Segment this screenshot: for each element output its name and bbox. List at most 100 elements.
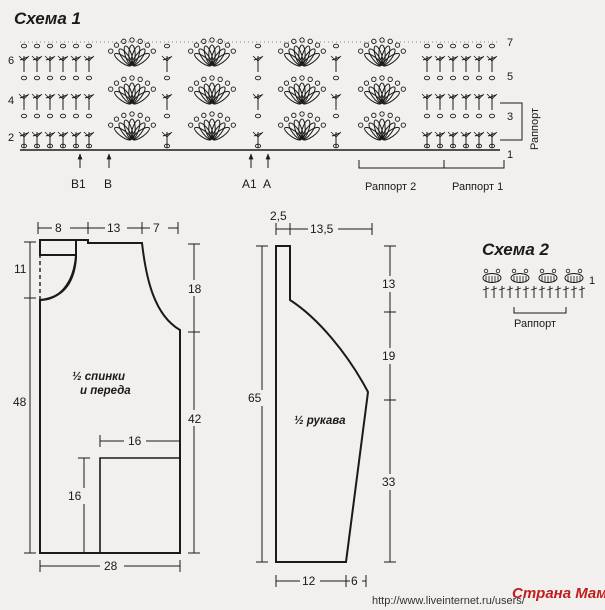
shell-motif (278, 37, 326, 67)
stitch-symbol (57, 93, 69, 110)
chain-dot (462, 75, 470, 81)
stitch-symbol (31, 93, 43, 110)
rapport1-label: Раппорт 1 (452, 181, 503, 193)
chain-dot (436, 43, 444, 49)
shell-motif-small (510, 268, 530, 283)
stitch-symbol (44, 55, 56, 72)
chain-dot (163, 113, 171, 119)
chain-dot (59, 143, 67, 149)
chain-dot (332, 43, 340, 49)
stitch-symbol (330, 93, 342, 110)
dim-bottom: 28 (104, 559, 118, 573)
chain-dot (449, 143, 457, 149)
chain-dot (85, 143, 93, 149)
stitch-symbol (70, 55, 82, 72)
chain-dot (488, 43, 496, 49)
shell-motif (188, 75, 236, 105)
chain-dot (33, 143, 41, 149)
front-pattern-outline (39, 239, 181, 554)
row-number-1: 1 (507, 149, 513, 161)
chain-dot (436, 113, 444, 119)
chain-dot (33, 75, 41, 81)
scheme2-row-number: 1 (589, 275, 595, 287)
shell-motif-small (538, 268, 558, 283)
chain-dot (462, 143, 470, 149)
dim-left-total: 48 (13, 395, 27, 409)
stitch-symbol (486, 55, 498, 72)
chain-dot (254, 43, 262, 49)
stitch-symbol (18, 131, 30, 148)
scheme2-title: Схема 2 (482, 240, 550, 259)
stitch-symbol (83, 93, 95, 110)
stitch-symbol (460, 55, 472, 72)
shell-motif (108, 111, 156, 141)
sleeve-right-dimension (384, 245, 396, 563)
stitch-symbol (252, 55, 264, 72)
row-number-2: 2 (8, 132, 14, 144)
shell-motif (188, 111, 236, 141)
stitch-symbol (31, 131, 43, 148)
rapport2-label: Раппорт 2 (365, 181, 416, 193)
stitch-symbol (330, 131, 342, 148)
chain-dot (72, 143, 80, 149)
shell-motif (278, 111, 326, 141)
front-left-dimension (24, 241, 36, 554)
chain-dot (72, 75, 80, 81)
dim-top-left: 8 (55, 221, 62, 235)
stitch-symbol (18, 93, 30, 110)
dim-top-right: 7 (153, 221, 160, 235)
chain-dot (59, 43, 67, 49)
chain-dot (46, 113, 54, 119)
dim-sleeve-top-small: 2,5 (270, 209, 287, 223)
stitch-symbol (31, 55, 43, 72)
stitch-symbol (161, 131, 173, 148)
stitch-symbol (421, 55, 433, 72)
dim-pocket-height: 16 (68, 489, 82, 503)
chain-dot (436, 143, 444, 149)
dim-sleeve-right-3: 33 (382, 475, 396, 489)
chain-dot (163, 143, 171, 149)
chain-dot (475, 43, 483, 49)
chain-dot (475, 113, 483, 119)
stitch-symbol (421, 131, 433, 148)
chain-dot (163, 75, 171, 81)
marker-b: B (104, 177, 112, 191)
scheme2-rapport-bracket (513, 307, 567, 314)
stitch-symbol (44, 131, 56, 148)
stitch-symbol (161, 93, 173, 110)
stitch-symbol (486, 131, 498, 148)
stitch-symbol (460, 93, 472, 110)
chain-dot (475, 75, 483, 81)
chain-dot (332, 113, 340, 119)
dim-right-top: 18 (188, 282, 202, 296)
chain-dot (59, 113, 67, 119)
stitch-symbol (70, 93, 82, 110)
row-number-5: 5 (507, 71, 513, 83)
dim-right-bottom: 42 (188, 412, 202, 426)
chain-dot (85, 75, 93, 81)
chain-dot (254, 75, 262, 81)
shell-motif (108, 37, 156, 67)
chain-dot (423, 43, 431, 49)
pocket-height-dimension (78, 457, 90, 553)
dim-left-top: 11 (14, 262, 27, 276)
chain-dot (488, 113, 496, 119)
marker-a1: A1 (242, 177, 257, 191)
chain-dot (46, 143, 54, 149)
front-label-line2: и переда (80, 385, 131, 397)
stitch-symbol (161, 55, 173, 72)
chain-dot (20, 113, 28, 119)
chain-dot (46, 43, 54, 49)
stitch-symbol (434, 55, 446, 72)
chain-dot (254, 113, 262, 119)
dim-sleeve-bottom-2: 6 (351, 574, 358, 588)
scheme1-chart (18, 37, 500, 151)
stitch-symbol (70, 131, 82, 148)
marker-a: A (263, 177, 271, 191)
stitch-symbol (421, 93, 433, 110)
chain-dot (33, 43, 41, 49)
chain-dot (72, 113, 80, 119)
shell-motif (108, 75, 156, 105)
chain-dot (332, 143, 340, 149)
